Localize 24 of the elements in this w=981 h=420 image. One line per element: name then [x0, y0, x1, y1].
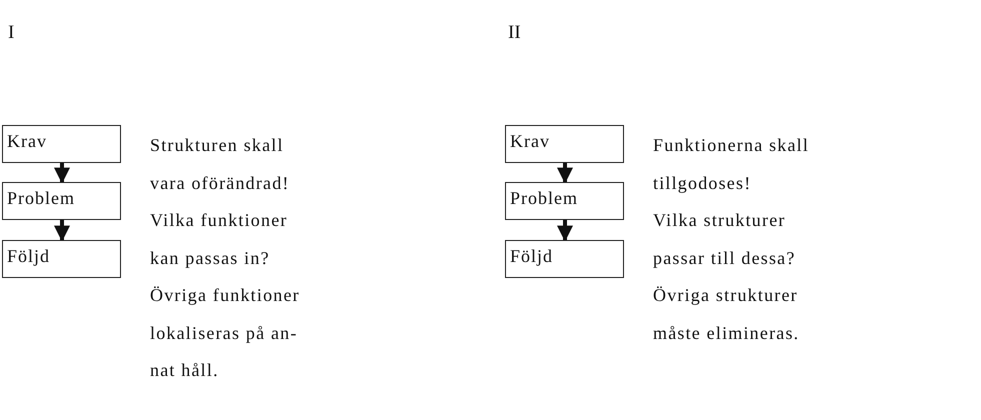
process-box: [2, 125, 121, 163]
process-box: [505, 125, 624, 163]
arrow: [557, 220, 573, 242]
box-label: Krav: [7, 131, 47, 151]
process-box: [2, 182, 121, 220]
process-box: [2, 240, 121, 278]
description-text: Funktionerna skall tillgodoses!: [653, 134, 810, 195]
panel-numeral: II: [508, 22, 521, 44]
arrow: [557, 163, 573, 184]
description-text: Vilka strukturer passar till dessa?: [653, 209, 797, 270]
process-box: [505, 182, 624, 220]
description-text: Vilka funktioner kan passas in?: [150, 209, 289, 270]
box-label: Krav: [510, 131, 550, 151]
process-box: [505, 240, 624, 278]
box-label: Problem: [510, 188, 578, 208]
panel-numeral: I: [8, 22, 14, 44]
box-label: Följd: [7, 246, 50, 266]
description-text: Övriga strukturer måste elimineras.: [653, 284, 800, 344]
arrow: [54, 220, 70, 242]
box-label: Problem: [7, 188, 75, 208]
description-text: Strukturen skall vara oförändrad!: [150, 134, 291, 194]
arrow: [54, 163, 70, 184]
description-text: Övriga funktioner lokaliseras på an- nat håll.: [150, 284, 301, 382]
box-label: Följd: [510, 246, 554, 266]
